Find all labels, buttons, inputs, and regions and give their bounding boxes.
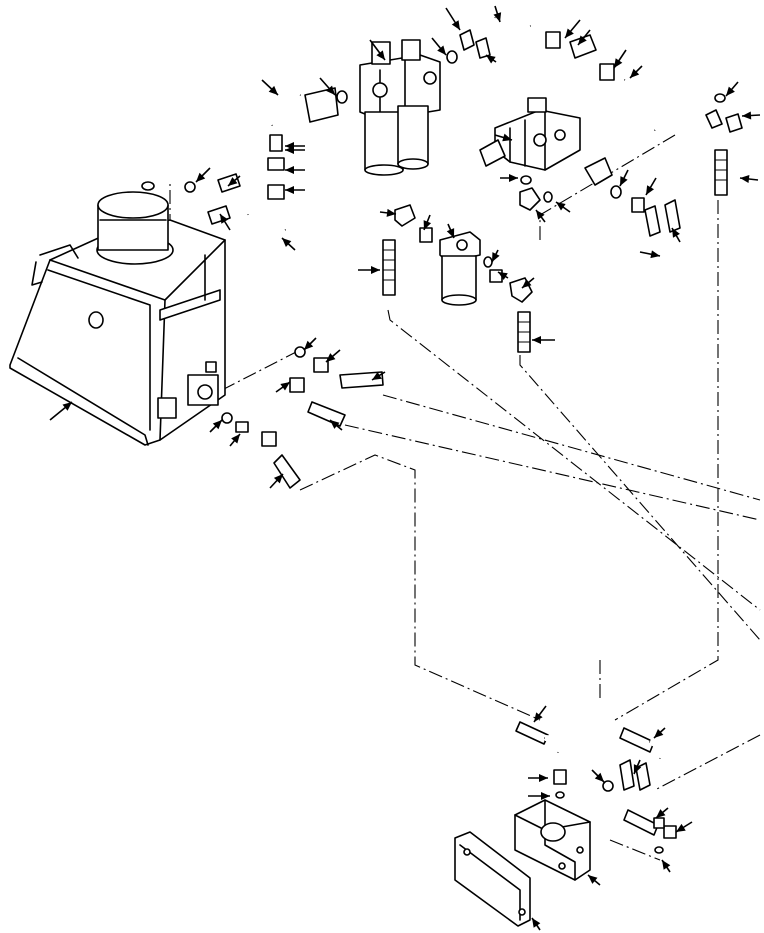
index-arrow-head [536, 210, 545, 220]
index-arrow-head [280, 382, 290, 391]
index-arrow-head [451, 20, 460, 30]
index-arrow-head [532, 336, 541, 344]
index-arrow-head [212, 420, 222, 430]
index-arrow-head [273, 474, 283, 484]
index-arrow-head [423, 220, 432, 230]
index-arrows [49, 5, 761, 931]
hoses [273, 149, 728, 836]
index-arrow-head [726, 86, 735, 96]
index-arrow-head [532, 918, 541, 928]
index-arrow-head [676, 823, 686, 832]
index-arrow-head [656, 809, 666, 818]
index-arrow-head [522, 279, 532, 288]
index-arrow-head [672, 228, 680, 238]
index-arrow-head [633, 764, 642, 774]
hydraulic-pump [514, 799, 591, 881]
index-arrow-head [541, 792, 550, 800]
index-arrow-head [650, 250, 660, 259]
index-arrow-head [282, 238, 292, 248]
index-arrow-head [376, 50, 385, 60]
index-arrow-head [231, 434, 240, 444]
index-arrow-head [196, 172, 206, 182]
inline-filter [439, 231, 481, 306]
index-arrow-head [646, 185, 655, 195]
index-arrow-head [578, 35, 587, 45]
index-arrow-head [509, 174, 518, 182]
index-arrow-head [492, 252, 500, 262]
index-arrow-head [326, 85, 335, 95]
index-arrow-head [588, 875, 598, 884]
index-arrow-head [539, 774, 548, 782]
hydraulic-tank [9, 181, 226, 446]
index-arrow-head [326, 353, 336, 362]
o-rings [184, 50, 726, 854]
index-arrow-head [594, 772, 604, 782]
control-valve [479, 97, 581, 171]
index-arrow-head [502, 133, 512, 142]
index-arrow-head [372, 371, 382, 380]
twin-return-filter [359, 39, 441, 176]
index-arrow-head [220, 214, 229, 224]
hose-routing-lines [169, 134, 761, 861]
index-arrow-head [285, 142, 294, 150]
index-arrow-head [614, 58, 623, 68]
index-arrow-head [620, 176, 628, 186]
index-arrow-head [285, 166, 294, 174]
split-flange-clamps [207, 29, 743, 791]
index-arrow-head [371, 266, 380, 274]
index-arrow-head [654, 728, 664, 738]
index-arrow-head [630, 68, 640, 78]
adapters [235, 31, 677, 839]
tube-elbows [245, 17, 678, 759]
index-arrow-head [285, 186, 294, 194]
index-arrow-head [330, 420, 340, 429]
index-arrow-head [304, 340, 314, 350]
index-arrow-head [556, 202, 566, 211]
index-arrow-head [493, 12, 502, 22]
index-arrow-head [498, 272, 508, 281]
index-arrow-head [486, 55, 496, 64]
index-arrow-head [62, 402, 72, 411]
index-arrow-head [740, 175, 750, 183]
index-arrow-head [742, 111, 752, 120]
tank-filler-cap [96, 181, 174, 265]
pump-mounting-plate [454, 831, 531, 927]
index-arrow-head [446, 228, 455, 238]
index-arrow-head [268, 85, 278, 95]
index-arrow-head [228, 177, 238, 186]
index-arrow-head [565, 28, 574, 38]
index-arrow-head [534, 712, 543, 722]
index-arrow-head [386, 208, 396, 217]
index-arrow-head [437, 45, 446, 55]
index-arrow-head [662, 860, 671, 870]
